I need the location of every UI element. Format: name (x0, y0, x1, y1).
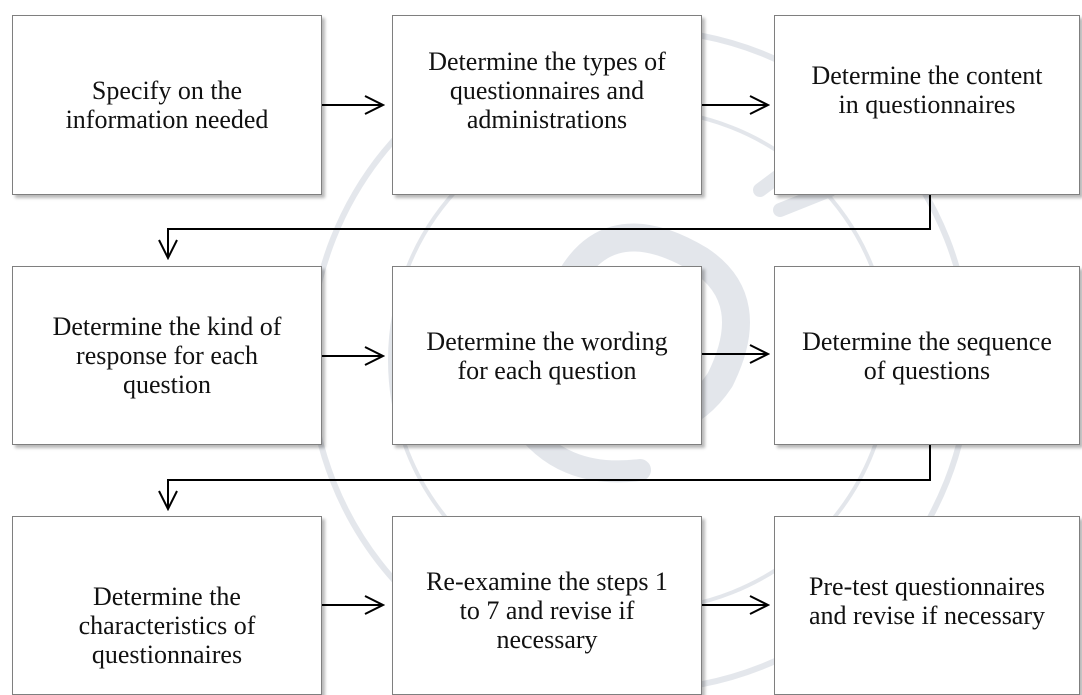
step-label-2: Determine the types of questionnaires an… (428, 46, 666, 134)
step-label-7: Determine the characteristics of questio… (78, 582, 256, 669)
step-box-7: Determine the characteristics of questio… (12, 516, 322, 695)
arrow-3-to-4 (168, 195, 931, 258)
step-label-6: Determine the sequence of questions (802, 326, 1052, 385)
step-box-8: Re-examine the steps 1 to 7 and revise i… (392, 516, 702, 695)
step-box-6: Determine the sequence of questions (774, 266, 1080, 445)
step-box-1: Specify on the information needed (12, 15, 322, 195)
step-label-4: Determine the kind of response for each … (52, 312, 282, 399)
step-box-2: Determine the types of questionnaires an… (392, 15, 702, 195)
step-box-3: Determine the content in questionnaires (774, 15, 1080, 195)
step-label-3: Determine the content in questionnaires (811, 61, 1043, 119)
step-label-9: Pre-test questionnaires and revise if ne… (808, 571, 1046, 630)
step-box-5: Determine the wording for each question (392, 266, 702, 445)
step-label-1: Specify on the information needed (65, 76, 269, 134)
arrow-6-to-7 (168, 445, 931, 509)
step-box-4: Determine the kind of response for each … (12, 266, 322, 445)
step-label-5: Determine the wording for each question (426, 326, 668, 385)
step-box-9: Pre-test questionnaires and revise if ne… (774, 516, 1080, 695)
step-label-8: Re-examine the steps 1 to 7 and revise i… (426, 567, 668, 654)
